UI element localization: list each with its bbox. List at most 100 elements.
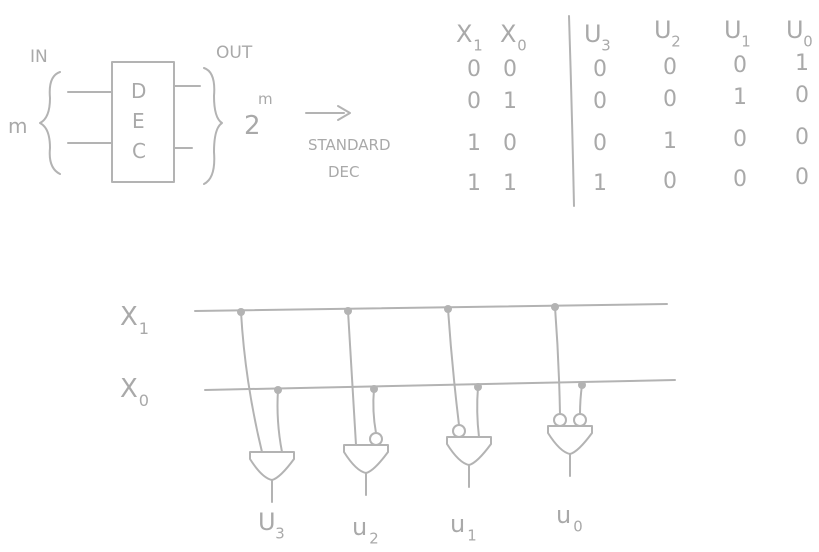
table-header-u2-base: U — [654, 16, 672, 44]
inverter-bubble — [553, 413, 567, 427]
in-label: IN — [30, 47, 48, 67]
table-cell-output: 1 — [663, 129, 677, 154]
x1-wire — [240, 311, 263, 453]
decoder-letter-c: C — [132, 139, 146, 163]
table-header-u0-subscript: 0 — [803, 32, 812, 50]
table-cell-input: 1 — [503, 89, 517, 114]
gate-output-label-0-base: u — [556, 501, 571, 529]
x1-wire — [554, 306, 561, 415]
table-cell-output: 0 — [733, 127, 747, 152]
gate-output-label-0-subscript: 0 — [573, 517, 582, 535]
table-header-u0-base: U — [786, 16, 804, 44]
inverter-bubble — [369, 432, 383, 446]
x0-wire — [579, 384, 583, 415]
x1-bus-line — [194, 303, 668, 312]
gate-output-label-3-subscript: 3 — [275, 524, 284, 542]
table-cell-output: 0 — [663, 169, 677, 194]
out-label: OUT — [216, 43, 253, 63]
and-gate-0 — [237, 308, 295, 503]
table-header-x1-subscript: 1 — [473, 36, 482, 54]
table-cell-input: 0 — [503, 57, 517, 82]
table-cell-input: 1 — [467, 131, 481, 156]
table-cell-output: 0 — [593, 57, 607, 82]
table-cell-output: 0 — [663, 87, 677, 112]
input-count-label: m — [8, 114, 27, 138]
input-line-label-x1-base: X — [120, 302, 138, 332]
output-brace — [203, 67, 223, 185]
table-header-x0-base: X — [500, 20, 516, 48]
gate-output-label-2-base: u — [352, 513, 367, 541]
decoder-letter-d: D — [131, 79, 146, 103]
output-count-exponent: m — [258, 90, 273, 108]
table-cell-output: 0 — [733, 53, 747, 78]
and-gate-3 — [547, 303, 593, 477]
table-cell-output: 0 — [593, 131, 607, 156]
table-cell-output: 0 — [795, 83, 809, 108]
table-cell-output: 1 — [593, 171, 607, 196]
x0-bus-line — [204, 379, 676, 391]
arrow-head — [337, 105, 351, 121]
table-header-u1-base: U — [724, 16, 742, 44]
output-count-base: 2 — [244, 111, 261, 141]
table-cell-input: 0 — [503, 131, 517, 156]
table-cell-output: 0 — [795, 125, 809, 150]
arrow-label-line2: DEC — [328, 163, 360, 181]
table-cell-input: 0 — [467, 89, 481, 114]
x0-wire — [372, 388, 377, 434]
table-header-x1-base: X — [456, 20, 472, 48]
truth-table-divider — [568, 15, 575, 207]
gate-output-label-2-subscript: 2 — [369, 529, 378, 547]
table-header-u1-subscript: 1 — [741, 32, 750, 50]
decoder-box — [111, 61, 175, 183]
table-cell-input: 1 — [467, 171, 481, 196]
x1-wire — [447, 308, 460, 426]
input-line-label-x0-subscript: 0 — [139, 391, 149, 410]
inverter-bubble — [452, 424, 466, 438]
and-gate-body — [547, 425, 593, 455]
gate-output-label-1-subscript: 1 — [467, 526, 476, 544]
table-cell-input: 1 — [503, 171, 517, 196]
and-gate-1 — [343, 307, 389, 496]
input-line-label-x0-base: X — [120, 374, 138, 404]
and-gate-2 — [444, 305, 492, 488]
and-gate-body — [446, 436, 492, 466]
and-gate-body — [249, 451, 295, 481]
x0-wire — [476, 386, 480, 438]
input-brace — [39, 71, 61, 175]
table-header-u2-subscript: 2 — [671, 32, 680, 50]
table-cell-output: 0 — [795, 165, 809, 190]
table-header-u3-subscript: 3 — [601, 36, 610, 54]
table-cell-output: 0 — [593, 89, 607, 114]
x0-wire — [276, 389, 283, 453]
gate-output-label-3-base: U — [258, 508, 276, 536]
input-line-label-x1-subscript: 1 — [139, 319, 149, 338]
table-cell-output: 1 — [795, 51, 809, 76]
table-cell-output: 0 — [733, 167, 747, 192]
table-header-u3-base: U — [584, 20, 602, 48]
and-gate-body — [343, 444, 389, 474]
decoder-letter-e: E — [132, 109, 145, 133]
gate-output-label-1-base: u — [450, 510, 465, 538]
x1-wire — [347, 310, 357, 446]
table-cell-output: 1 — [733, 85, 747, 110]
table-cell-output: 0 — [663, 55, 677, 80]
table-header-x0-subscript: 0 — [517, 36, 526, 54]
inverter-bubble — [573, 413, 587, 427]
table-cell-input: 0 — [467, 57, 481, 82]
arrow-label-line1: STANDARD — [308, 136, 391, 154]
